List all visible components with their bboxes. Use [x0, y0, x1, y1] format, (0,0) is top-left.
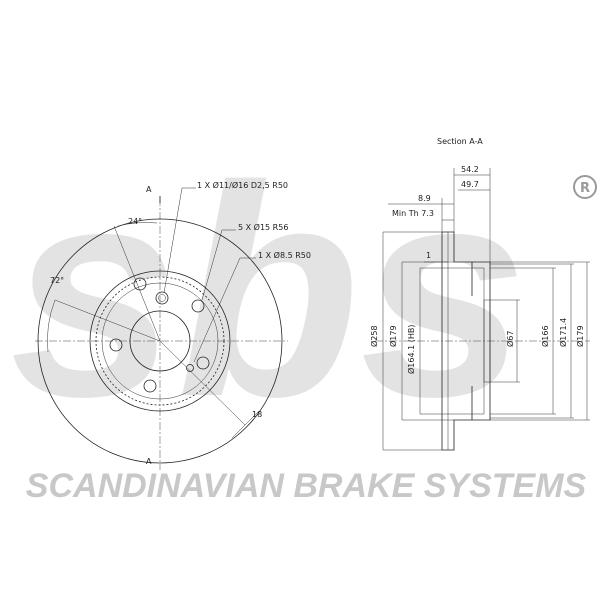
section-title: Section A-A: [437, 137, 483, 146]
angle-line-24: [113, 225, 161, 342]
section-view: Section A-A 54.2 49.7 8.9 Min Th 7.3 1: [369, 137, 590, 451]
arc-24: [117, 222, 158, 227]
callout-center-hole: 1 X Ø11/Ø16 D2,5 R50: [197, 180, 288, 190]
svg-text:R: R: [580, 181, 590, 196]
angle-line-72: [54, 299, 161, 342]
dim-49-7: 49.7: [461, 180, 479, 189]
center-bore: [129, 310, 191, 372]
leader-3: [193, 257, 256, 363]
d-166: Ø166: [540, 325, 550, 347]
sbs-logo-watermark: sbs: [10, 123, 527, 459]
ventilation-ring: [95, 276, 225, 406]
d-164-1: Ø164.1 (HB): [406, 325, 416, 375]
section-marker-bottom: A: [146, 457, 152, 466]
callout-bolt-holes: 5 X Ø15 R56: [238, 222, 288, 232]
registered-mark: R: [573, 175, 597, 199]
d-258: Ø258: [369, 325, 379, 347]
dim-line-18: [231, 411, 259, 439]
dim-18-label: 18: [252, 410, 262, 419]
d-179-left: Ø179: [388, 325, 398, 347]
dim-54-2: 54.2: [461, 165, 479, 174]
bolt-hole: [191, 299, 205, 313]
friction-ring-inner: [89, 270, 231, 412]
section-marker-top: A: [146, 185, 152, 194]
callout-small-hole: 1 X Ø8.5 R50: [258, 250, 311, 260]
front-view: A A 24° 72° 1 X Ø11/Ø16 D2,5 R50 5 X Ø15…: [35, 180, 311, 470]
logo-text: sbs: [10, 123, 527, 459]
hub-bore: [483, 299, 491, 383]
bolt-hole: [143, 379, 157, 393]
angle-24-label: 24°: [128, 217, 142, 226]
d-179-right: Ø179: [575, 325, 585, 347]
disc-outer-edge: [37, 218, 283, 464]
angle-line-18: [159, 340, 246, 426]
d-171-4: Ø171.4: [558, 318, 568, 347]
angle-72-label: 72°: [50, 276, 64, 285]
brand-tagline: SCANDINAVIAN BRAKE SYSTEMS: [26, 467, 587, 505]
leader-1: [163, 187, 196, 294]
locating-hole: [155, 291, 169, 305]
small-hole: [186, 364, 194, 372]
min-thickness: Min Th 7.3: [392, 209, 434, 218]
d-67: Ø67: [505, 331, 515, 347]
dim-8-9: 8.9: [418, 194, 431, 203]
leader-2: [201, 229, 236, 301]
hat-outer: [101, 282, 219, 400]
bolt-hole: [196, 356, 210, 370]
locating-hole-inner: [158, 294, 166, 302]
arc-72: [47, 299, 56, 353]
bolt-hole: [109, 338, 123, 352]
dim-1: 1: [426, 251, 431, 260]
bolt-hole: [133, 277, 147, 291]
